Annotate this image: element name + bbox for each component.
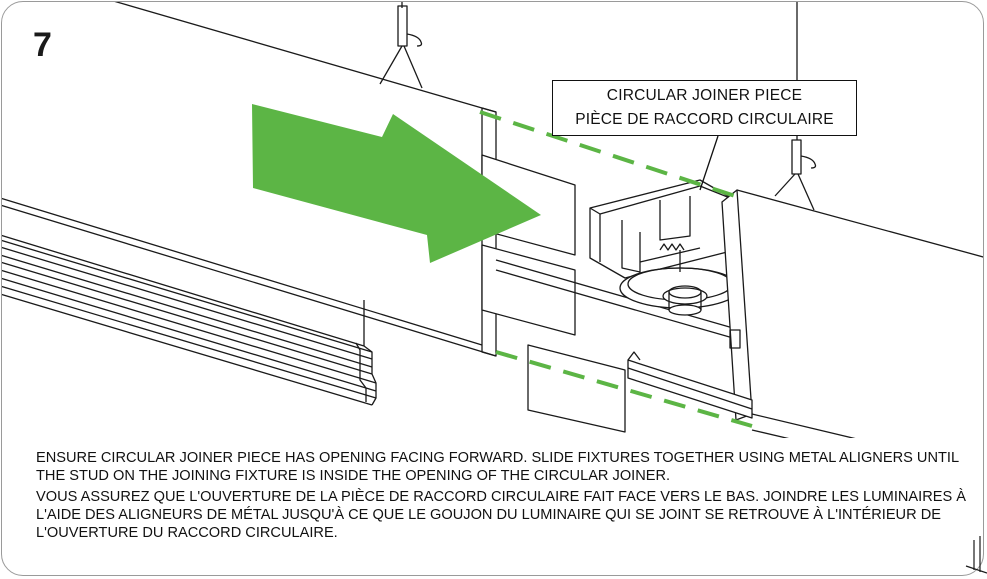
left-hanger xyxy=(379,2,423,89)
step-number: 7 xyxy=(33,26,52,64)
instruction-french: VOUS ASSUREZ QUE L'OUVERTURE DE LA PIÈCE… xyxy=(36,489,966,541)
instruction-text: ENSURE CIRCULAR JOINER PIECE HAS OPENING… xyxy=(36,449,971,545)
right-fixture xyxy=(627,189,983,438)
instruction-english: ENSURE CIRCULAR JOINER PIECE HAS OPENING… xyxy=(36,450,959,484)
callout-leader xyxy=(699,135,719,191)
edge-hardware xyxy=(965,536,987,574)
circular-joiner-part xyxy=(589,179,741,316)
callout-label-box: CIRCULAR JOINER PIECE PIÈCE DE RACCORD C… xyxy=(552,80,857,136)
alignment-guide-lines xyxy=(479,110,753,428)
green-arrow-icon xyxy=(252,104,541,263)
joining-plates xyxy=(481,154,741,433)
callout-label-french: PIÈCE DE RACCORD CIRCULAIRE xyxy=(575,111,834,128)
callout-label-english: CIRCULAR JOINER PIECE xyxy=(606,87,803,104)
